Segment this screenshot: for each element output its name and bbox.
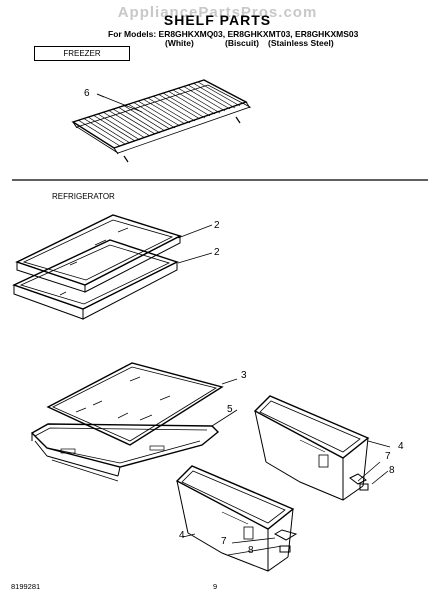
wire-shelf-illustration bbox=[71, 79, 252, 163]
glass-shelf-lower bbox=[12, 239, 213, 320]
callout-left-slide-b: 8 bbox=[248, 545, 254, 556]
page-title: SHELF PARTS bbox=[163, 12, 272, 28]
crisper-cover-illustration bbox=[30, 362, 238, 482]
callout-glass-shelf-lower: 2 bbox=[214, 247, 220, 258]
refrigerator-section-label: REFRIGERATOR bbox=[52, 192, 115, 201]
callout-right-slide-b: 8 bbox=[389, 465, 395, 476]
freezer-section-label: FREEZER bbox=[34, 46, 130, 61]
left-crisper-illustration bbox=[175, 465, 298, 572]
models-line: For Models: ER8GHKXMQ03, ER8GHKXMT03, ER… bbox=[108, 29, 359, 39]
color-stainless: (Stainless Steel) bbox=[268, 38, 334, 48]
callout-left-crisper: 4 bbox=[179, 530, 185, 541]
callout-crisper-cover-glass: 3 bbox=[241, 370, 247, 381]
color-biscuit: (Biscuit) bbox=[225, 38, 259, 48]
callout-crisper-cover-frame: 5 bbox=[227, 404, 233, 415]
doc-number: 8199281 bbox=[11, 582, 41, 591]
callout-right-slide-a: 7 bbox=[385, 451, 391, 462]
color-white: (White) bbox=[165, 38, 194, 48]
callout-left-slide-a: 7 bbox=[221, 536, 227, 547]
callout-wire-shelf: 6 bbox=[84, 88, 90, 99]
glass-shelf-upper bbox=[15, 214, 213, 293]
callout-glass-shelf-upper: 2 bbox=[214, 220, 220, 231]
watermark: AppliancePartsPros.com bbox=[117, 4, 318, 21]
callout-right-crisper: 4 bbox=[398, 441, 404, 452]
right-crisper-illustration bbox=[253, 395, 391, 501]
page-number: 9 bbox=[213, 582, 218, 591]
